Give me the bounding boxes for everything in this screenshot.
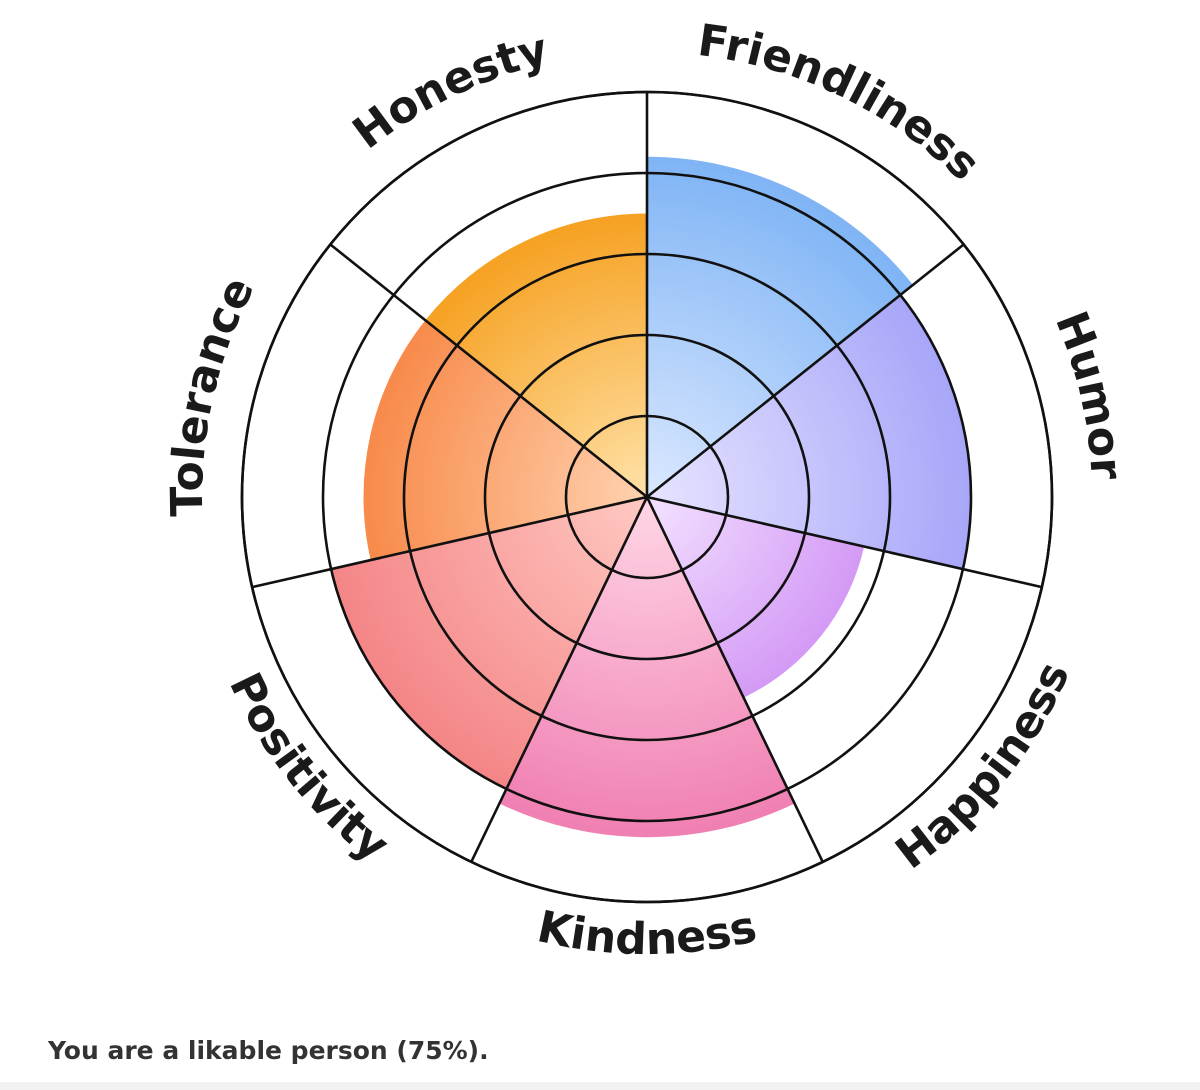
label-kindness: Kindness	[533, 901, 761, 965]
spoke-line-4	[470, 496, 649, 863]
spoke-line-1	[646, 243, 965, 499]
segment-fill-honesty	[425, 213, 647, 497]
label-humor: Humor	[1045, 305, 1132, 481]
wheel-svg: FriendlinessHumorHappinessKindnessPositi…	[162, 15, 1132, 965]
spoke-line-2	[646, 495, 1043, 589]
segment-fill-happiness	[647, 497, 865, 698]
bottom-divider	[0, 1082, 1200, 1090]
label-honesty: Honesty	[344, 24, 553, 159]
result-summary: You are a likable person (75%).	[48, 1036, 489, 1065]
spoke-line-5	[251, 495, 648, 589]
label-happiness: Happiness	[887, 655, 1080, 879]
segment-fill-kindness	[499, 497, 795, 838]
segment-fill-positivity	[331, 497, 647, 789]
label-positivity: Positivity	[219, 665, 398, 872]
grid-lines	[240, 90, 1054, 904]
spoke-line-6	[329, 243, 648, 499]
spoke-line-3	[645, 496, 824, 863]
label-tolerance: Tolerance	[162, 269, 265, 517]
